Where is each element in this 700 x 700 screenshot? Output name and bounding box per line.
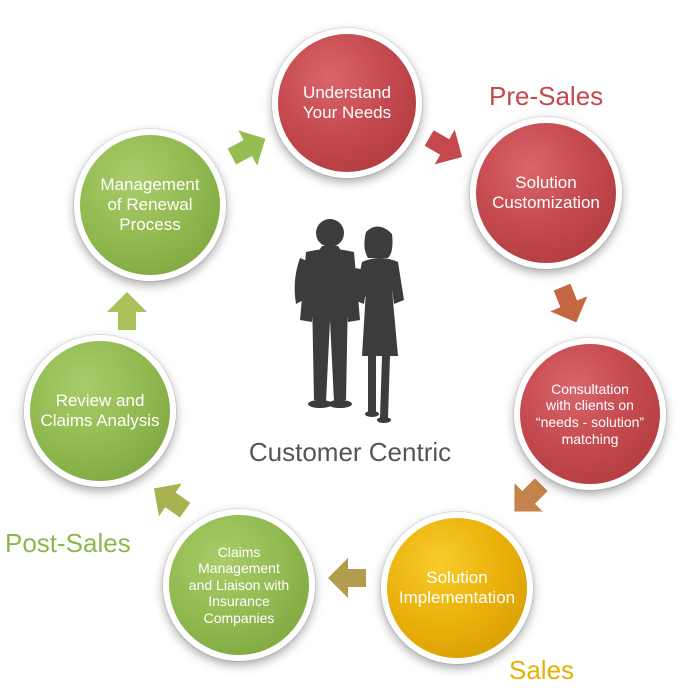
arrow-consultation-to-implementation (500, 470, 556, 526)
node-claims-management: Claims Management and Liaison with Insur… (163, 509, 315, 661)
node-label: Understand Your Needs (302, 82, 392, 122)
arrow-review-to-renewal (107, 292, 147, 330)
node-label: Solution Implementation (398, 567, 516, 607)
phase-label-sales: Sales (509, 655, 575, 685)
arrow-claims-to-review (142, 471, 197, 527)
phase-label-pre-sales: Pre-Sales (489, 81, 604, 111)
business-people-icon (294, 219, 404, 423)
arrow-renewal-to-understand (222, 121, 275, 175)
node-review-claims-analysis: Review and Claims Analysis (24, 335, 176, 487)
node-label: Claims Management and Liaison with Insur… (188, 543, 290, 626)
arrow-customization-to-consultation (543, 279, 595, 330)
node-consultation: Consultation with clients on “needs - so… (514, 338, 666, 490)
node-label: Solution Customization (492, 172, 600, 212)
node-management-of-renewal: Management of Renewal Process (74, 129, 226, 281)
arrow-understand-to-customization (419, 120, 473, 175)
node-label: Review and Claims Analysis (40, 390, 160, 430)
phase-label-post-sales: Post-Sales (5, 528, 131, 558)
arrow-implementation-to-claims (328, 558, 366, 598)
node-label: Consultation with clients on “needs - so… (535, 380, 645, 447)
center-title: Customer Centric (248, 437, 452, 467)
node-solution-customization: Solution Customization (470, 117, 622, 269)
node-understand-your-needs: Understand Your Needs (272, 28, 422, 178)
node-solution-implementation: Solution Implementation (381, 512, 533, 664)
node-label: Management of Renewal Process (100, 174, 200, 235)
